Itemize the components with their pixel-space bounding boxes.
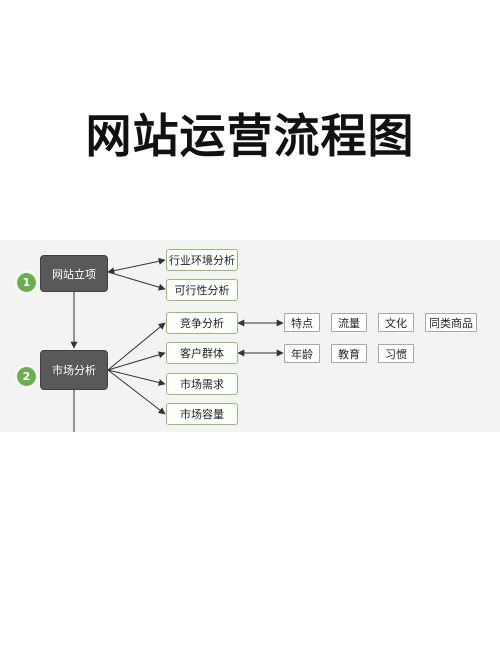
connector-project-env xyxy=(107,257,166,275)
node-market-analysis: 市场分析 xyxy=(40,350,108,390)
leaf-features: 特点 xyxy=(284,313,320,332)
leaf-traffic: 流量 xyxy=(331,313,367,332)
node-market-capacity: 市场容量 xyxy=(166,403,238,425)
node-project-setup: 网站立项 xyxy=(40,255,108,292)
connector-market-capacity xyxy=(107,369,166,415)
node-customer-group: 客户群体 xyxy=(166,342,238,364)
connector-market-competition xyxy=(107,322,166,371)
node-market-demand: 市场需求 xyxy=(166,373,238,395)
node-feasibility: 可行性分析 xyxy=(166,279,238,301)
connector-market-customer xyxy=(107,351,166,371)
leaf-similar-products: 同类商品 xyxy=(425,313,477,332)
leaf-age: 年龄 xyxy=(284,344,320,363)
connector-project-feasibility xyxy=(107,271,166,291)
connector-market-demand xyxy=(107,369,166,386)
leaf-education: 教育 xyxy=(331,344,367,363)
node-competition: 竞争分析 xyxy=(166,312,238,334)
step-badge-2: 2 xyxy=(17,367,36,386)
leaf-culture: 文化 xyxy=(378,313,414,332)
page-title: 网站运营流程图 xyxy=(85,109,415,163)
step-badge-1: 1 xyxy=(17,273,36,292)
leaf-habits: 习惯 xyxy=(378,344,414,363)
node-industry-environment: 行业环境分析 xyxy=(166,249,238,271)
